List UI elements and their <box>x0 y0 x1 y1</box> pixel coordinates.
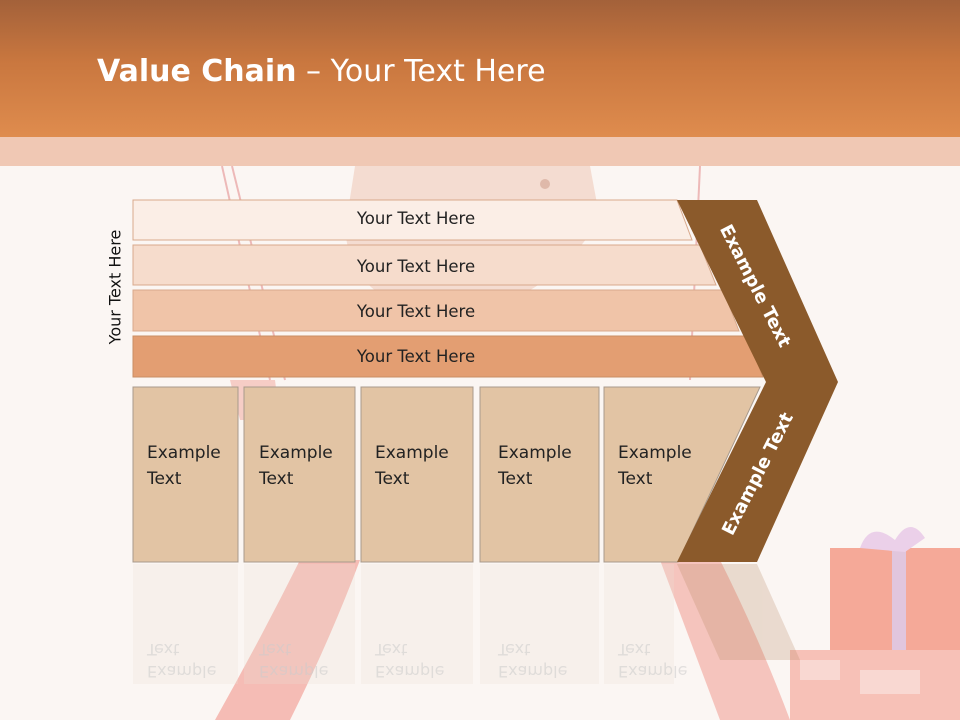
bar-2 <box>132 244 717 286</box>
bar-label-1: Your Text Here <box>356 209 476 228</box>
box-2 <box>243 386 356 563</box>
box-1 <box>132 386 239 563</box>
bar-label-3: Your Text Here <box>356 302 476 321</box>
bar-3 <box>132 289 740 332</box>
bar-1 <box>132 199 693 241</box>
box-3 <box>360 386 474 563</box>
gift-box-icon <box>790 526 960 720</box>
bar-4 <box>132 335 764 378</box>
bar-label-2: Your Text Here <box>356 257 476 276</box>
header-band <box>0 0 960 137</box>
reflection <box>133 564 800 684</box>
bar-label-4: Your Text Here <box>356 347 476 366</box>
box-4 <box>479 386 600 563</box>
header-sub-band <box>0 137 960 166</box>
slide-title: Value Chain – Your Text Here <box>97 54 546 89</box>
chevron-arrow <box>677 200 838 562</box>
